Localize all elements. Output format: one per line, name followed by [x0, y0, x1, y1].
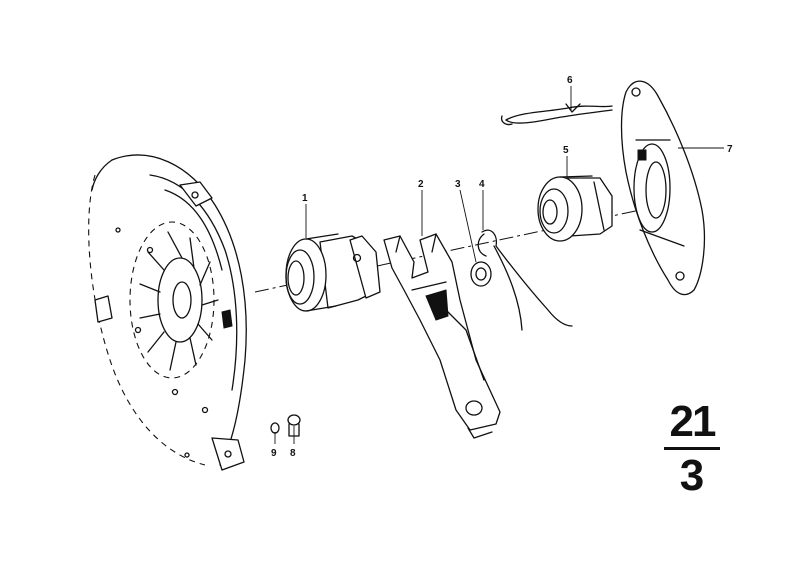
- group-sub-number: 3: [679, 451, 705, 500]
- group-divider: [664, 447, 720, 450]
- cover-plate: [620, 80, 706, 296]
- retaining-spring: [477, 229, 573, 331]
- part-label-4: 4: [479, 179, 485, 190]
- part-label-5: 5: [563, 145, 569, 156]
- part-label-7: 7: [727, 144, 733, 155]
- part-label-3: 3: [455, 179, 461, 190]
- release-bearing: [285, 233, 381, 312]
- part-label-8: 8: [290, 448, 296, 459]
- part-label-9: 9: [271, 448, 277, 459]
- group-main-number: 21: [669, 397, 717, 446]
- part-label-6: 6: [567, 75, 573, 86]
- release-fork: [383, 233, 501, 439]
- leader-3: [459, 189, 477, 263]
- part-label-1: 1: [302, 193, 308, 204]
- guide-sleeve: [537, 175, 613, 242]
- spring-clip: [500, 103, 613, 126]
- clutch-pressure-plate: [88, 154, 247, 471]
- fork-washer: [470, 261, 492, 287]
- part-label-2: 2: [418, 179, 424, 190]
- bolt-and-washer: [270, 414, 301, 437]
- group-number: 21 3: [662, 400, 722, 498]
